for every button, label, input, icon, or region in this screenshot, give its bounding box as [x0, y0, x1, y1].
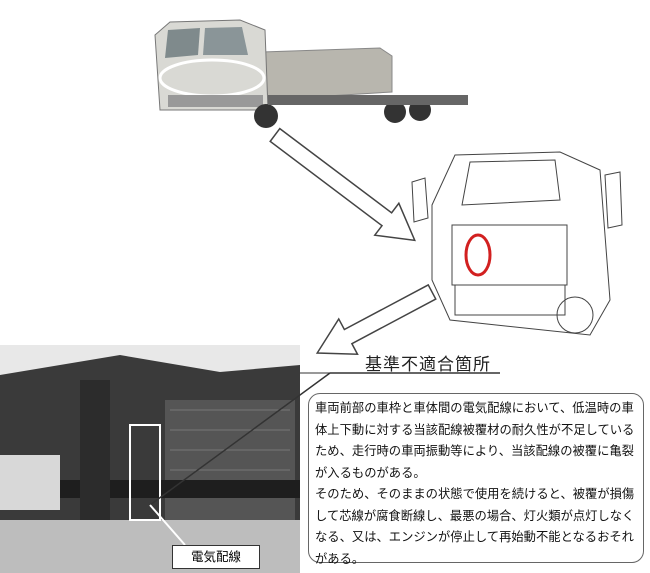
truck-photo	[154, 19, 468, 128]
description-paragraph: そのため、そのままの状態で使用を続けると、被覆が損傷して芯線が腐食断線し、最悪の…	[315, 487, 635, 566]
description-box: 車両前部の車枠と車体間の電気配線において、低温時の車体上下動に対する当該配線被覆…	[308, 393, 644, 566]
nonconformity-heading: 基準不適合箇所	[365, 355, 491, 375]
arrow-down-left	[315, 283, 437, 356]
electric-wiring-label: 電気配線	[172, 545, 260, 569]
truck-line-drawing	[411, 151, 623, 336]
description-paragraph: 車両前部の車枠と車体間の電気配線において、低温時の車体上下動に対する当該配線被覆…	[315, 401, 635, 480]
label-pointer	[149, 504, 186, 546]
engine-bay-photo	[0, 345, 300, 573]
arrow-down-right	[269, 127, 416, 242]
